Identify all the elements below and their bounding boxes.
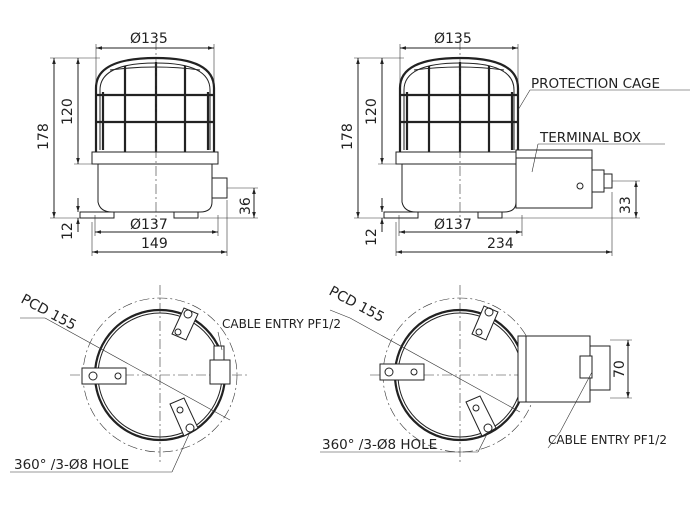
hole-label-left: 360° /3-Ø8 HOLE [14,457,129,473]
mounting-foot-left [81,367,127,385]
protection-cage-right [395,56,523,165]
plan-view-right: PCD 155 70 CABLE ENTRY PF1/2 [320,283,667,465]
cable-entry-label-right: CABLE ENTRY PF1/2 [548,433,667,447]
entry-height-label: 36 [238,197,254,215]
entry-height-label-right: 33 [618,196,634,214]
base-body-right [383,163,517,219]
overall-width-label-right: 234 [487,236,514,252]
overall-width-label: 149 [141,236,168,252]
front-view-right: Ø135 120 178 12 33 Ø137 234 PROTECTION C… [340,31,690,256]
plan-view-left: PCD 155 CABLE ENTRY PF1/2 360° /3-Ø8 HOL… [10,285,341,473]
bottom-diameter-label-right: Ø137 [434,217,472,233]
top-diameter-label: Ø135 [130,31,168,47]
terminal-box-label: TERMINAL BOX [539,130,641,146]
total-height-label: 178 [36,123,52,150]
bottom-diameter-label: Ø137 [130,217,168,233]
mounting-foot-bottom [169,397,199,437]
top-diameter-label-right: Ø135 [434,31,472,47]
cable-entry-label-left: CABLE ENTRY PF1/2 [222,317,341,331]
cable-entry-left [209,345,231,385]
mounting-foot-bottom-right [465,395,497,437]
box-height-label: 70 [612,360,628,378]
base-height-label: 12 [60,222,76,240]
hole-label-right: 360° /3-Ø8 HOLE [322,437,437,453]
terminal-box-plan [517,335,611,403]
cage-height-label-right: 120 [364,98,380,125]
mounting-foot-left-right [379,363,425,381]
protection-cage-label: PROTECTION CAGE [531,76,660,92]
pcd-label-left: PCD 155 [18,291,79,333]
mounting-foot-top-right [471,305,499,341]
total-height-label-right: 178 [340,123,356,150]
protection-cage-left [91,56,219,165]
mounting-foot-top [171,307,199,341]
terminal-box-side [515,149,613,209]
front-view-left: Ø135 120 178 12 36 Ø137 149 [36,31,258,256]
base-height-label-right: 12 [364,228,380,246]
base-body-left [79,163,228,219]
cage-height-label: 120 [60,98,76,125]
